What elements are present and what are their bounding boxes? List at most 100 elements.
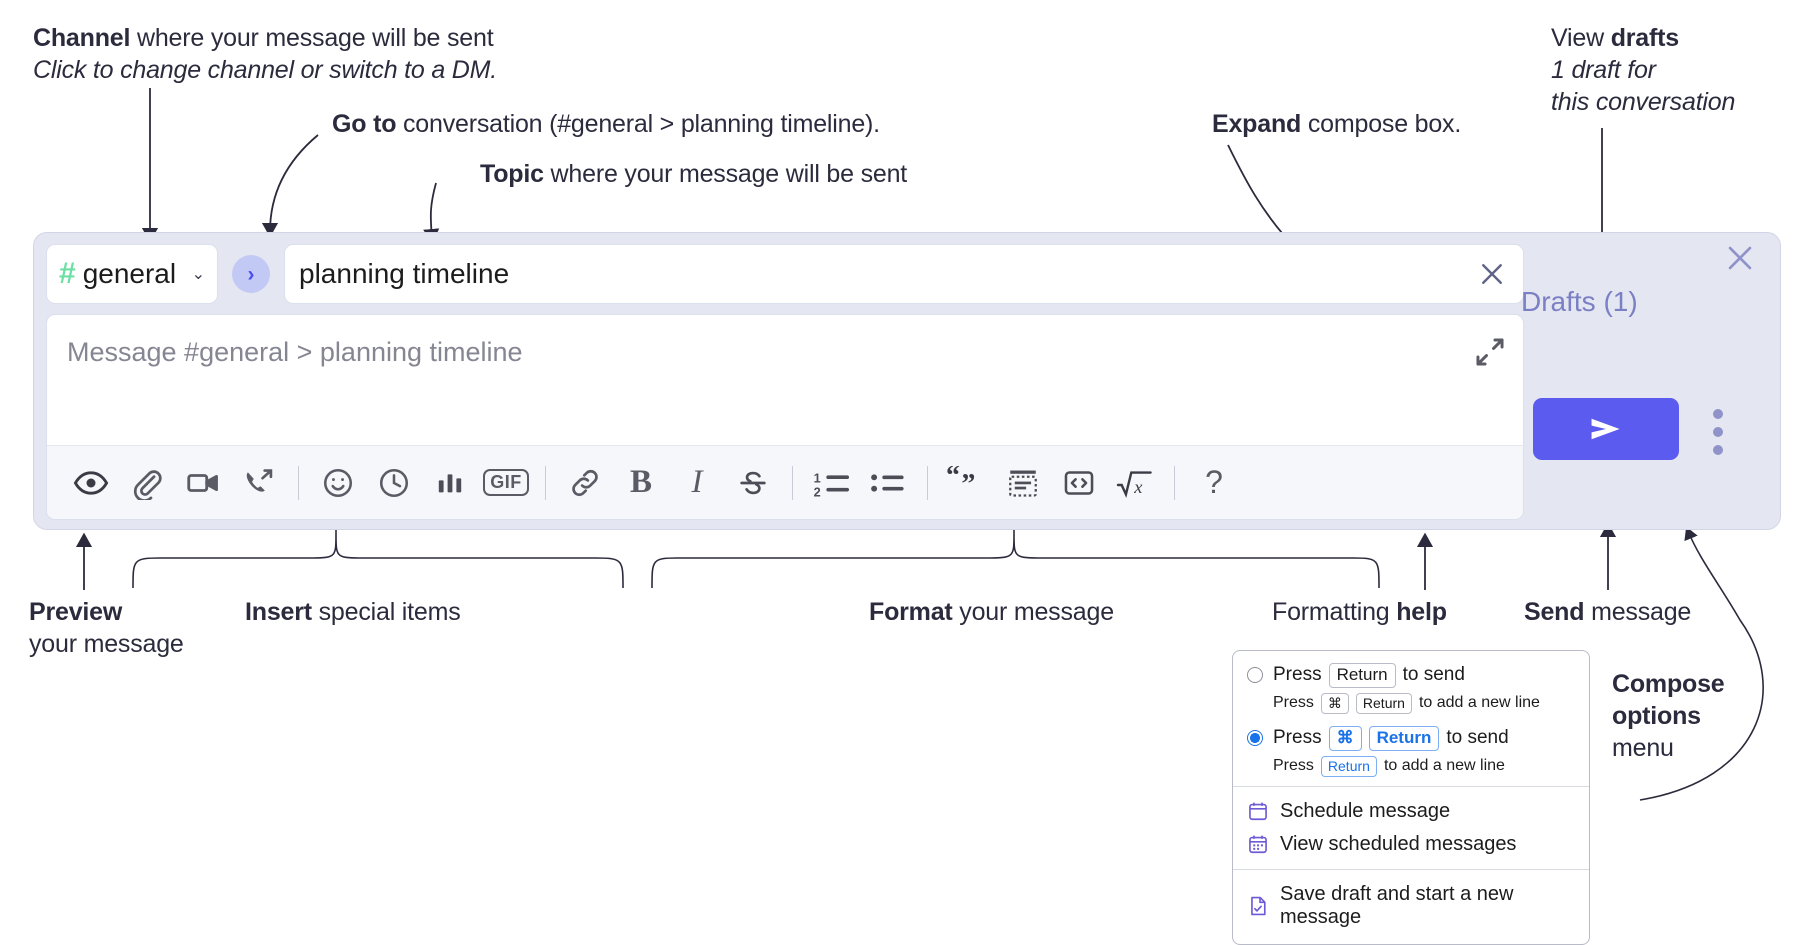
help-label: ? (1205, 464, 1223, 500)
save-draft-icon (1251, 896, 1266, 915)
annotation-co-bold1: Compose (1612, 670, 1725, 698)
kebab-dot (1713, 409, 1723, 419)
draft-group: Save draft and start a new message (1233, 870, 1589, 944)
svg-text:“: “ (946, 466, 960, 491)
message-input-box[interactable]: Message #general > planning timeline (46, 314, 1524, 520)
annotation-send: Send message (1524, 596, 1691, 628)
annotation-fhelp-bold: help (1396, 598, 1447, 626)
compose-options-button[interactable] (1712, 409, 1724, 455)
radio-button-selected[interactable] (1247, 730, 1263, 747)
menu-item-schedule-message[interactable]: Schedule message (1233, 795, 1589, 828)
svg-text:”: ” (961, 468, 975, 499)
audio-clip-icon[interactable] (231, 455, 287, 511)
gif-label: GIF (483, 469, 529, 496)
radio-cmd-post: to send (1446, 727, 1509, 749)
annotation-send-rest: message (1584, 598, 1692, 626)
annotation-preview: Preview your message (29, 596, 184, 660)
menu-divider (1233, 785, 1589, 787)
toolbar-divider (298, 465, 299, 500)
annotation-co-rest: menu (1612, 734, 1674, 762)
schedule-group: Schedule message View scheduled messages (1233, 787, 1589, 869)
kebab-dot (1713, 445, 1723, 455)
expand-icon[interactable] (1473, 335, 1507, 369)
radio-option-cmd-return[interactable]: Press ⌘ Return to send (1233, 724, 1589, 753)
italic-icon[interactable]: I (669, 455, 725, 511)
radio-option-return[interactable]: Press Return to send (1233, 661, 1589, 690)
menu-item-view-scheduled[interactable]: View scheduled messages (1233, 828, 1589, 861)
radio-button-unselected[interactable] (1247, 667, 1263, 684)
goto-conversation-button[interactable]: › (232, 255, 270, 293)
chevron-right-icon: › (247, 262, 255, 286)
annotation-goto-rest: conversation (#general > planning timeli… (396, 110, 880, 138)
bulleted-list-icon[interactable] (860, 455, 916, 511)
annotation-channel: Channel where your message will be sent … (33, 22, 497, 86)
svg-text:2: 2 (814, 484, 821, 499)
key-return-sub: Return (1355, 692, 1412, 714)
attachment-icon[interactable] (119, 455, 175, 511)
send-button[interactable] (1533, 398, 1679, 460)
annotation-fhelp-rest: Formatting (1272, 598, 1397, 626)
annotation-topic-bold: Topic (480, 160, 544, 188)
sub-cmd-pre: Press (1273, 757, 1314, 775)
topic-input[interactable]: planning timeline (284, 244, 1524, 304)
annotation-expand-rest: compose box. (1301, 110, 1462, 138)
calendar-icon (1249, 802, 1267, 821)
annotation-insert-bold: Insert (245, 598, 312, 626)
channel-selector[interactable]: # general ⌄ (46, 244, 218, 304)
menu-divider-2 (1233, 868, 1589, 870)
link-icon[interactable] (557, 455, 613, 511)
compose-options-menu: Press Return to send Press ⌘ Return to a… (1232, 650, 1590, 945)
blockquote-icon[interactable]: “” (939, 455, 995, 511)
compose-header-row: # general ⌄ › planning timeline (46, 244, 1524, 304)
radio-option-return-sub: Press ⌘ Return to add a new line (1233, 690, 1589, 717)
annotation-channel-sub: Click to change channel or switch to a D… (33, 56, 498, 84)
toolbar-divider-5 (1174, 465, 1175, 500)
annotation-format-rest: your message (952, 598, 1114, 626)
message-placeholder: Message #general > planning timeline (67, 337, 523, 367)
emoji-icon[interactable] (310, 455, 366, 511)
annotation-drafts-bold: drafts (1610, 24, 1679, 52)
gif-icon[interactable]: GIF (478, 455, 534, 511)
clock-icon[interactable] (366, 455, 422, 511)
topic-value: planning timeline (299, 258, 510, 289)
menu-item-label: Schedule message (1280, 799, 1451, 822)
annotation-formatting-help: Formatting help (1272, 596, 1447, 628)
annotation-format: Format your message (869, 596, 1114, 628)
toolbar-divider-2 (545, 465, 546, 500)
toolbar-divider-3 (792, 465, 793, 500)
hash-icon: # (59, 257, 76, 290)
code-block-icon[interactable] (995, 455, 1051, 511)
annotation-goto: Go to conversation (#general > planning … (332, 108, 880, 140)
annotation-drafts-l3: this conversation (1551, 88, 1736, 116)
close-compose-icon[interactable] (1723, 241, 1759, 277)
annotation-compose-options: Compose options menu (1612, 668, 1725, 764)
radio-return-pre: Press (1273, 664, 1322, 686)
annotation-goto-bold: Go to (332, 110, 397, 138)
send-icon (1591, 418, 1620, 440)
channel-name: general (82, 258, 177, 289)
math-icon[interactable]: x (1107, 455, 1163, 511)
sub-return-pre: Press (1273, 694, 1314, 712)
bold-label: B (629, 464, 652, 500)
key-return-sub-blue: Return (1320, 755, 1377, 777)
strikethrough-icon[interactable] (725, 455, 781, 511)
poll-icon[interactable] (422, 455, 478, 511)
bold-icon[interactable]: B (613, 455, 669, 511)
menu-item-save-draft[interactable]: Save draft and start a new message (1233, 878, 1589, 934)
video-clip-icon[interactable] (175, 455, 231, 511)
annotation-preview-rest: your message (29, 630, 184, 658)
code-snippet-icon[interactable] (1051, 455, 1107, 511)
radio-option-cmd-sub: Press Return to add a new line (1233, 753, 1589, 780)
annotation-send-bold: Send (1524, 598, 1585, 626)
help-icon[interactable]: ? (1186, 455, 1242, 511)
compose-panel: # general ⌄ › planning timeline Message … (33, 232, 1781, 530)
preview-icon[interactable] (63, 455, 119, 511)
close-icon[interactable] (1475, 257, 1509, 291)
annotation-co-bold2: options (1612, 702, 1701, 730)
menu-item-label: Save draft and start a new message (1280, 882, 1514, 928)
formatting-toolbar: GIF B I 1 (47, 445, 1523, 519)
drafts-link[interactable]: Drafts (1) (1521, 286, 1638, 318)
kebab-dot (1713, 427, 1723, 437)
annotation-topic-rest: where your message will be sent (543, 160, 908, 188)
